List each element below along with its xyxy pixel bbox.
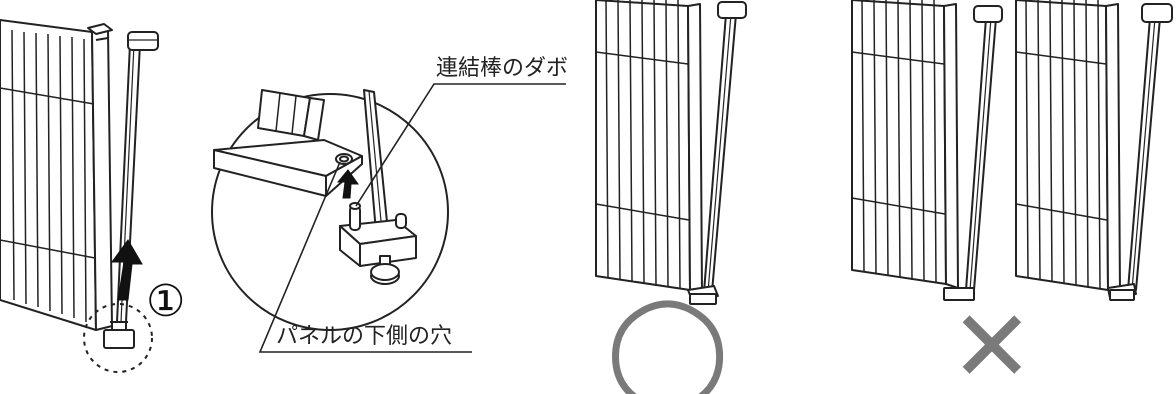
step-number-label: ①	[146, 276, 186, 327]
left-panel-drawing	[0, 19, 159, 349]
correct-verdict-symbol: ◯	[606, 283, 730, 394]
detail-focus-circle	[83, 303, 153, 373]
hole-leader-line	[258, 161, 472, 353]
hole-callout-label: パネルの下側の穴	[276, 324, 453, 349]
incorrect-verdict-symbol: ✕	[950, 288, 1034, 394]
dowel-callout-label: 連結棒のダボ	[436, 56, 569, 81]
incorrect-assembly-drawing	[851, 0, 1173, 301]
magnified-detail	[211, 89, 449, 331]
insert-arrow	[336, 169, 359, 199]
dowel-leader-line	[355, 83, 566, 207]
push-up-arrow	[111, 239, 143, 301]
correct-assembly-drawing	[595, 0, 747, 305]
